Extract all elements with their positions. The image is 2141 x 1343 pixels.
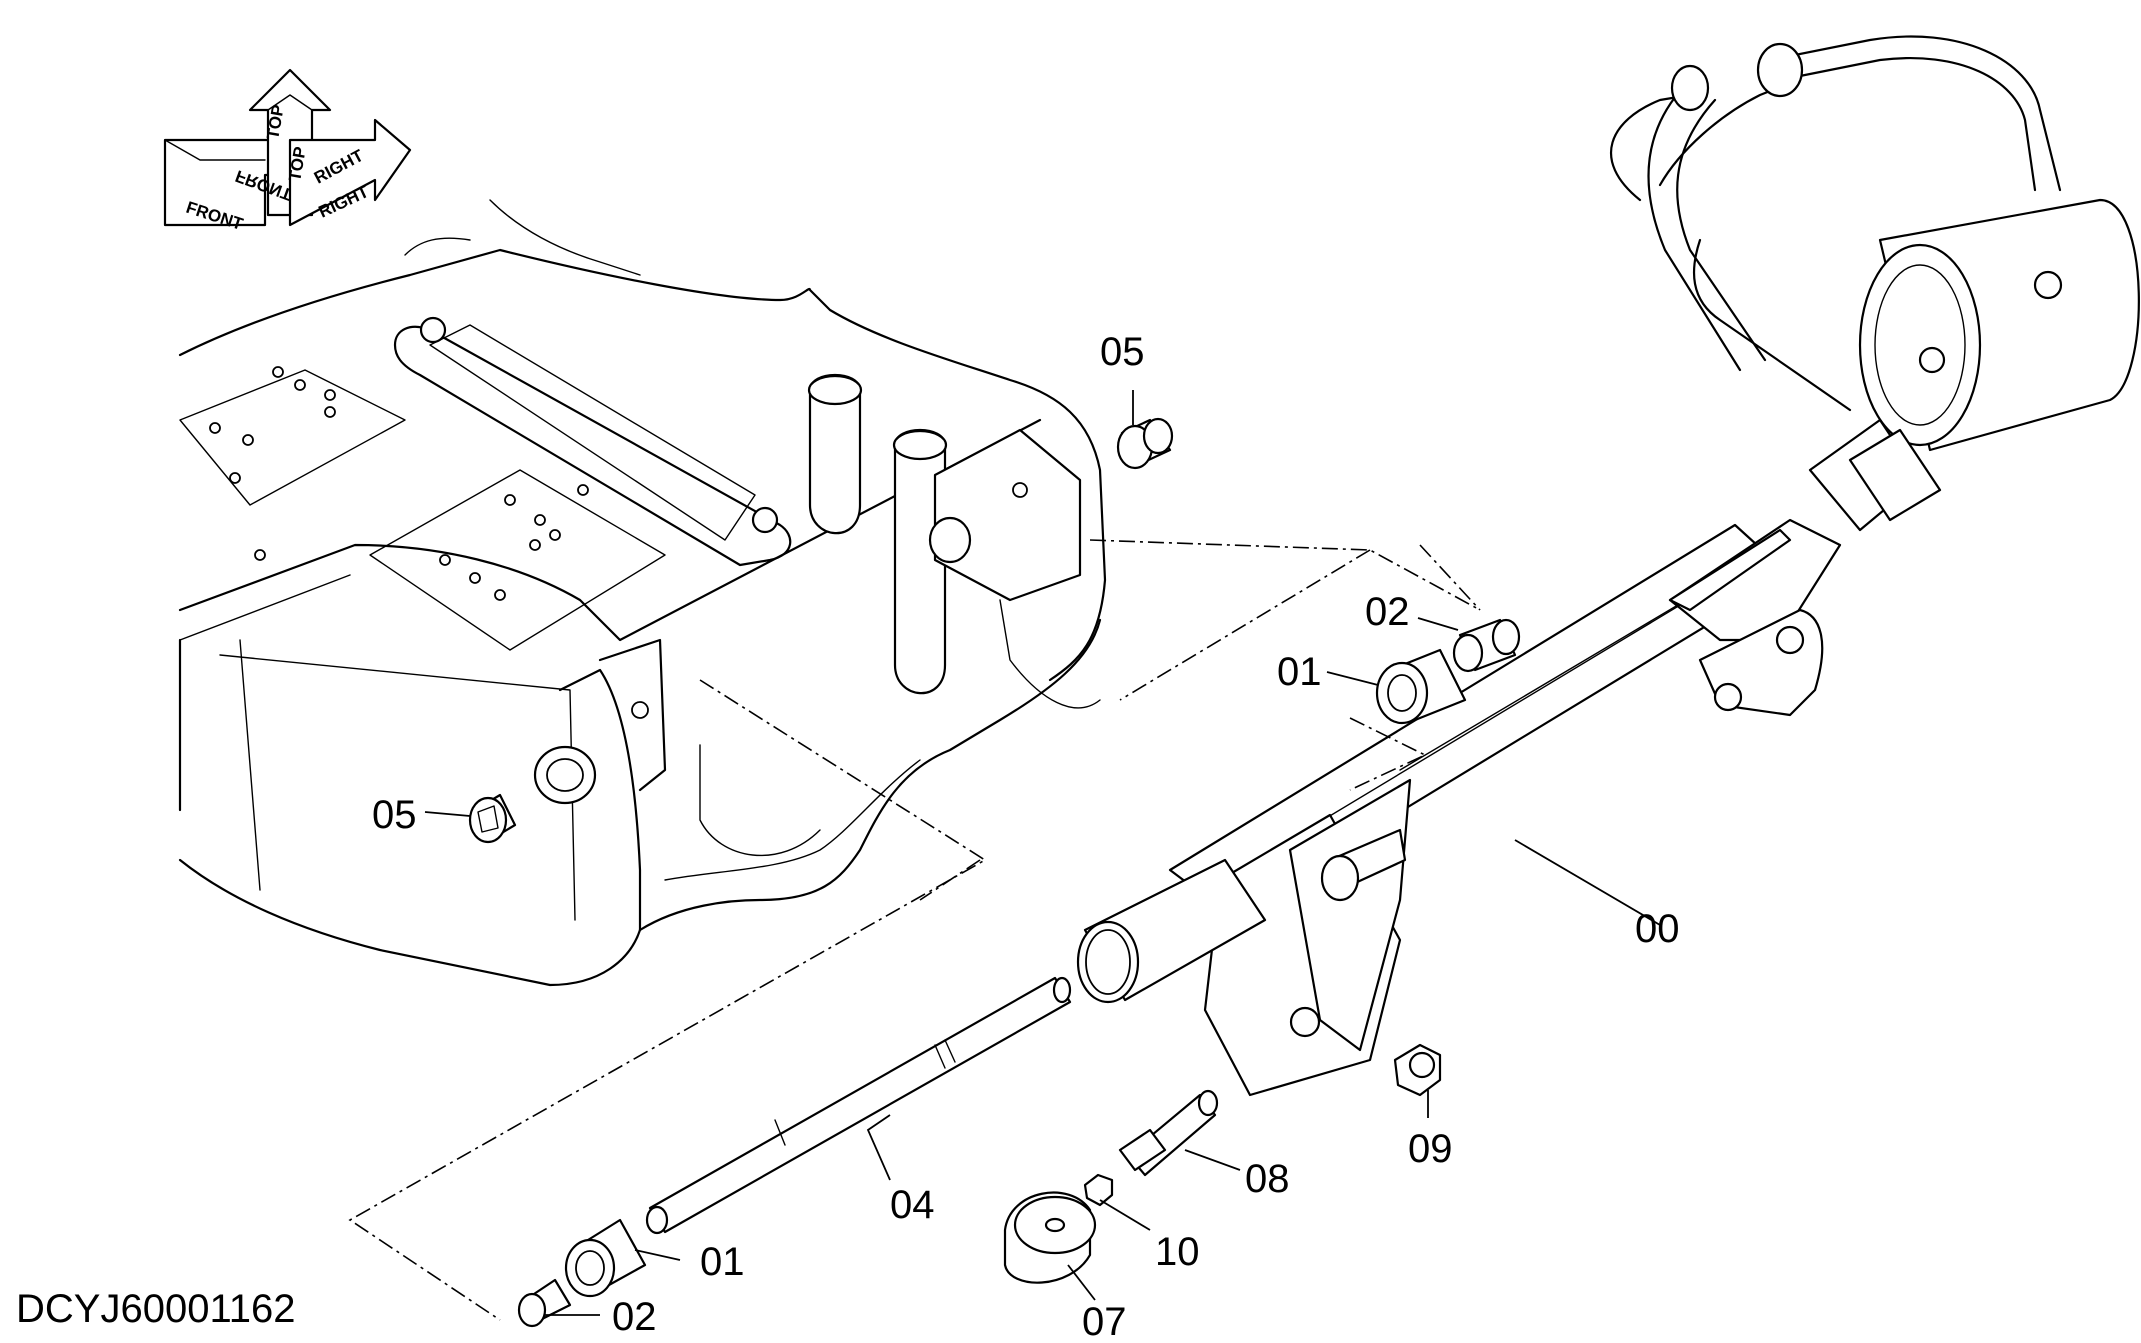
part-02-lower	[517, 1278, 572, 1328]
callout-07: 07	[1082, 1300, 1127, 1343]
callouts: 05 05 02 01 00 04 01 02 09 08 10 07	[372, 330, 1680, 1343]
callout-01-upper: 01	[1277, 650, 1322, 694]
grip-handle-bars	[1609, 35, 2140, 532]
part-05-lower	[468, 793, 517, 844]
part-10-nut	[1083, 1173, 1114, 1207]
seat-frame-base	[178, 199, 1107, 987]
callout-05-lower: 05	[372, 793, 417, 837]
orientation-arrows-icon: FRONT FRONT TOP TOP RIGHT RIGHT	[163, 68, 412, 234]
callout-05-upper: 05	[1100, 330, 1145, 374]
callout-04: 04	[890, 1183, 935, 1227]
part-01-lower	[564, 1218, 647, 1298]
callout-01-lower: 01	[700, 1240, 745, 1284]
part-01-upper	[1375, 648, 1467, 725]
callout-10: 10	[1155, 1230, 1200, 1274]
part-07-cap	[1003, 1191, 1097, 1284]
part-05-upper	[1116, 417, 1174, 470]
callout-09: 09	[1408, 1127, 1453, 1171]
figure-code: DCYJ60001162	[16, 1287, 295, 1331]
callout-08: 08	[1245, 1157, 1290, 1201]
part-04-shaft	[645, 976, 1072, 1235]
part-08-fitting	[1118, 1089, 1219, 1177]
callout-02-lower: 02	[612, 1295, 657, 1339]
alignment-lines	[348, 539, 1481, 1321]
armrest-arm-assembly	[1076, 518, 1842, 1097]
callout-00: 00	[1635, 907, 1680, 951]
callout-02-upper: 02	[1365, 590, 1410, 634]
leader-lines	[424, 390, 1661, 1316]
part-02-upper	[1452, 618, 1521, 673]
part-09-nut	[1393, 1043, 1442, 1097]
